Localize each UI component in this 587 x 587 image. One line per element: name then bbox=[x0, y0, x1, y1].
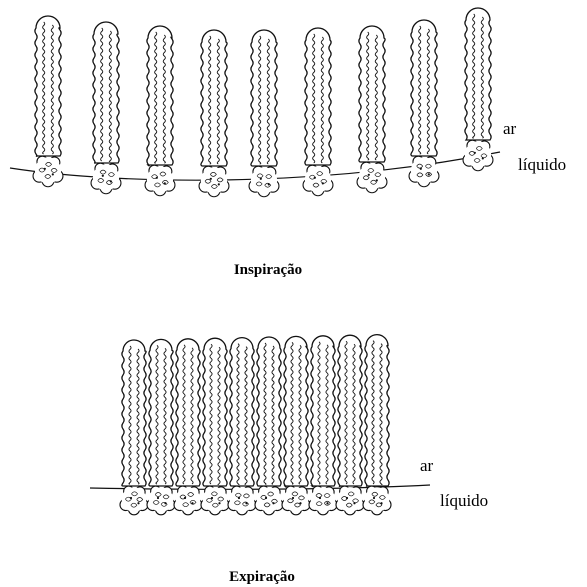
hydrophobic-tail bbox=[93, 22, 119, 163]
hydrophilic-head bbox=[199, 166, 229, 197]
label-liquid-inspiration: líquido bbox=[518, 155, 566, 174]
hydrophilic-head bbox=[201, 486, 229, 515]
hydrophilic-head bbox=[309, 486, 337, 515]
inspiration-panel: ar líquido Inspiração bbox=[10, 8, 566, 278]
hydrophilic-head bbox=[282, 486, 310, 515]
hydrophobic-tail bbox=[465, 8, 491, 140]
hydrophobic-tail bbox=[35, 16, 61, 156]
hydrophobic-tail bbox=[251, 30, 277, 166]
expiration-panel: ar líquido Expiração bbox=[90, 335, 488, 585]
hydrophilic-head bbox=[120, 486, 148, 515]
hydrophilic-head bbox=[303, 165, 333, 196]
hydrophobic-tail bbox=[411, 20, 437, 156]
surfactant-molecule bbox=[147, 339, 175, 514]
hydrophobic-tail bbox=[122, 340, 146, 486]
hydrophobic-tail bbox=[201, 30, 227, 166]
surfactant-layer-expiration bbox=[120, 335, 391, 515]
surfactant-molecule bbox=[409, 20, 439, 187]
surfactant-molecule bbox=[309, 336, 337, 515]
hydrophilic-head bbox=[145, 165, 175, 196]
hydrophobic-tail bbox=[365, 335, 389, 487]
hydrophobic-tail bbox=[203, 338, 227, 486]
hydrophilic-head bbox=[249, 166, 279, 197]
surfactant-molecule bbox=[228, 338, 256, 515]
hydrophilic-head bbox=[409, 156, 439, 187]
hydrophobic-tail bbox=[305, 28, 331, 165]
surfactant-molecule bbox=[303, 28, 333, 196]
surfactant-molecule bbox=[120, 340, 148, 515]
hydrophilic-head bbox=[147, 486, 175, 515]
surfactant-molecule bbox=[201, 338, 229, 515]
title-expiration: Expiração bbox=[229, 569, 295, 585]
hydrophobic-tail bbox=[338, 335, 362, 486]
surfactant-molecule bbox=[249, 30, 279, 197]
title-inspiration: Inspiração bbox=[234, 262, 302, 278]
hydrophilic-head bbox=[174, 486, 202, 515]
hydrophilic-head bbox=[255, 486, 283, 515]
hydrophilic-head bbox=[357, 162, 387, 193]
hydrophobic-tail bbox=[311, 336, 335, 487]
surfactant-molecule bbox=[33, 16, 63, 187]
surfactant-molecule bbox=[357, 26, 387, 193]
surfactant-molecule bbox=[463, 8, 493, 171]
label-air-inspiration: ar bbox=[503, 119, 517, 138]
surfactant-molecule bbox=[282, 336, 310, 514]
surfactant-molecule bbox=[145, 26, 175, 196]
hydrophilic-head bbox=[363, 486, 391, 515]
hydrophilic-head bbox=[228, 486, 256, 515]
hydrophobic-tail bbox=[147, 26, 173, 166]
hydrophobic-tail bbox=[284, 336, 308, 487]
surfactant-molecule bbox=[91, 22, 121, 194]
hydrophobic-tail bbox=[257, 337, 281, 486]
surfactant-molecule bbox=[255, 337, 283, 515]
hydrophobic-tail bbox=[149, 339, 173, 486]
label-air-expiration: ar bbox=[420, 456, 434, 475]
label-liquid-expiration: líquido bbox=[440, 491, 488, 510]
hydrophobic-tail bbox=[230, 338, 254, 486]
surfactant-layer-inspiration bbox=[33, 8, 493, 197]
hydrophilic-head bbox=[91, 163, 121, 194]
hydrophobic-tail bbox=[359, 26, 385, 162]
hydrophobic-tail bbox=[176, 339, 200, 486]
hydrophilic-head bbox=[33, 156, 63, 187]
surfactant-molecule bbox=[174, 339, 202, 515]
hydrophilic-head bbox=[336, 486, 364, 515]
hydrophilic-head bbox=[463, 140, 493, 171]
surfactant-molecule bbox=[199, 30, 229, 197]
